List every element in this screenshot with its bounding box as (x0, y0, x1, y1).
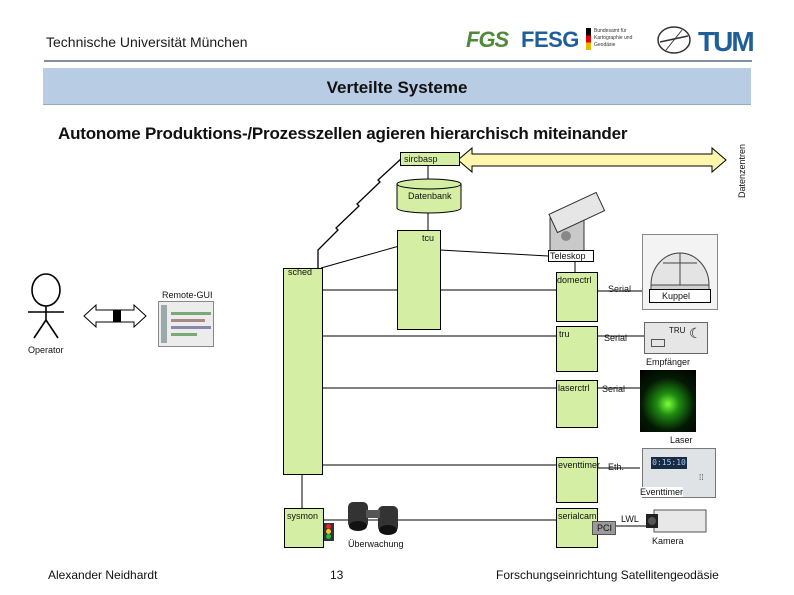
header-divider (44, 60, 752, 62)
fgs-logo: FGS (466, 27, 509, 52)
node-serialcam: serialcam (556, 508, 598, 548)
node-domectrl: domectrl (556, 272, 598, 322)
node-tru-label: tru (559, 329, 570, 339)
dome-label: Kuppel (662, 291, 691, 301)
footer-author: Alexander Neidhardt (48, 568, 158, 582)
laser-image (640, 370, 696, 432)
line-tcu-sched (320, 242, 411, 269)
receiver-image: TRU ☾ (644, 322, 708, 354)
slide-title: Verteilte Systeme (326, 78, 468, 97)
receiver-port-icon (651, 339, 665, 347)
fesg-logo: FESG (521, 27, 579, 52)
receiver-label: Empfänger (646, 357, 691, 367)
node-tcu: tcu (397, 230, 441, 330)
node-sched: sched (283, 267, 323, 475)
conn-eth: Eth. (608, 462, 625, 472)
monitoring-label: Überwachung (348, 539, 404, 549)
telescope-label: Teleskop (550, 251, 586, 261)
database-label: Datenbank (408, 191, 452, 201)
telescope-label-box: Teleskop (548, 250, 594, 262)
node-sircbasp-label: sircbasp (404, 154, 438, 164)
bkg-logo: Bundesamt für Kartographie und Geodäsie (594, 28, 633, 48)
traffic-light-icon (324, 523, 334, 541)
line-tcu-teleskop (439, 249, 549, 257)
eventtimer-buttons-icon: ⁞⁞ (699, 473, 704, 482)
camera-icon (646, 509, 707, 533)
conn-serial-laser: Serial (602, 384, 626, 394)
footer-institution: Forschungseinrichtung Satellitengeodäsie (496, 568, 719, 582)
line-sircbasp-sched (317, 157, 403, 268)
remote-gui-label: Remote-GUI (162, 290, 213, 300)
slide-subtitle: Autonome Produktions-/Prozesszellen agie… (58, 124, 628, 143)
conn-pci: PCI (597, 523, 613, 533)
node-sched-label: sched (288, 267, 313, 277)
node-laserctrl-label: laserctrl (558, 383, 590, 393)
datacenter-arrow (457, 146, 727, 174)
conn-serial-dome: Serial (608, 284, 632, 294)
conn-serial-tru: Serial (604, 333, 628, 343)
node-sysmon: sysmon (284, 508, 324, 548)
pci-badge: PCI (592, 521, 616, 535)
binoculars-icon (348, 502, 398, 535)
operator-icon (28, 273, 64, 339)
node-sircbasp: sircbasp (400, 152, 460, 166)
slide-title-bar: Verteilte Systeme (43, 68, 751, 105)
conn-lwl: LWL (621, 514, 639, 524)
observatory-logo-icon (657, 26, 691, 54)
eventtimer-display: 0:15:10 (651, 457, 687, 469)
node-domectrl-label: domectrl (557, 275, 592, 285)
operator-label: Operator (28, 345, 64, 355)
node-tcu-label: tcu (422, 233, 435, 243)
node-sysmon-label: sysmon (287, 511, 319, 521)
node-tru: tru (556, 326, 598, 372)
dome-image: Kuppel (642, 234, 718, 310)
footer-page-number: 13 (330, 568, 344, 582)
node-serialcam-label: serialcam (558, 511, 597, 521)
receiver-panel-label: TRU (669, 326, 686, 335)
node-eventtimer-label: eventtimer (558, 460, 601, 470)
university-name: Technische Universität München (46, 34, 248, 50)
node-laserctrl: laserctrl (556, 380, 598, 428)
camera-label: Kamera (652, 536, 684, 546)
laser-label: Laser (670, 435, 693, 445)
eventtimer-label: Eventtimer (640, 487, 684, 497)
receiver-symbol-icon: ☾ (689, 325, 702, 341)
telescope-icon (548, 192, 606, 255)
tum-logo: TUM (698, 26, 755, 57)
remote-gui-screenshot (158, 301, 214, 347)
bkg-flag-icon (586, 28, 591, 50)
database-icon (396, 178, 462, 214)
node-eventtimer: eventtimer (556, 457, 601, 503)
